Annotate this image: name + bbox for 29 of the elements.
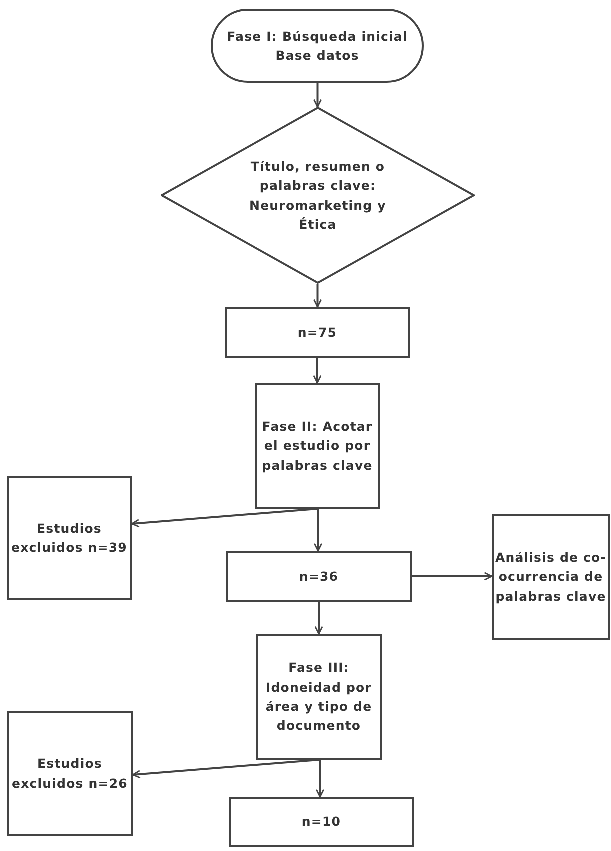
node-text: Base datos [276,47,360,65]
arrow [313,83,322,108]
arrow [132,759,320,779]
node-text: Análisis de co-ocurrencia de palabras clave [494,548,608,606]
node-text: Fase III: Idoneidad por área y tipo de documento [264,659,374,736]
process-box [255,383,380,509]
node-text: Estudios excluidos n=26 [11,755,129,792]
node-text: Título, resumen o palabras clave: Neuromarketing y Ética [248,158,388,234]
process-box [225,307,410,358]
arrow [316,760,325,798]
arrow [313,358,322,384]
process-box [226,551,412,602]
arrow [314,509,323,552]
node-text: Fase II: Acotar el estudio por palabras clave [261,418,374,475]
node-text: Estudios excluidos n=39 [10,520,128,557]
process-box [7,476,132,600]
process-box [492,514,610,640]
node-text: n=75 [298,324,338,342]
arrow [313,284,322,308]
arrow [314,602,324,635]
decision-diamond [161,107,475,284]
arrow [131,508,318,528]
process-box [7,711,133,836]
process-box [256,634,382,760]
process-box [229,797,414,847]
node-text: Fase I: Búsqueda inicial [227,28,408,46]
node-text: n=36 [299,568,339,586]
arrow [412,572,493,581]
node-text: n=10 [302,813,342,832]
